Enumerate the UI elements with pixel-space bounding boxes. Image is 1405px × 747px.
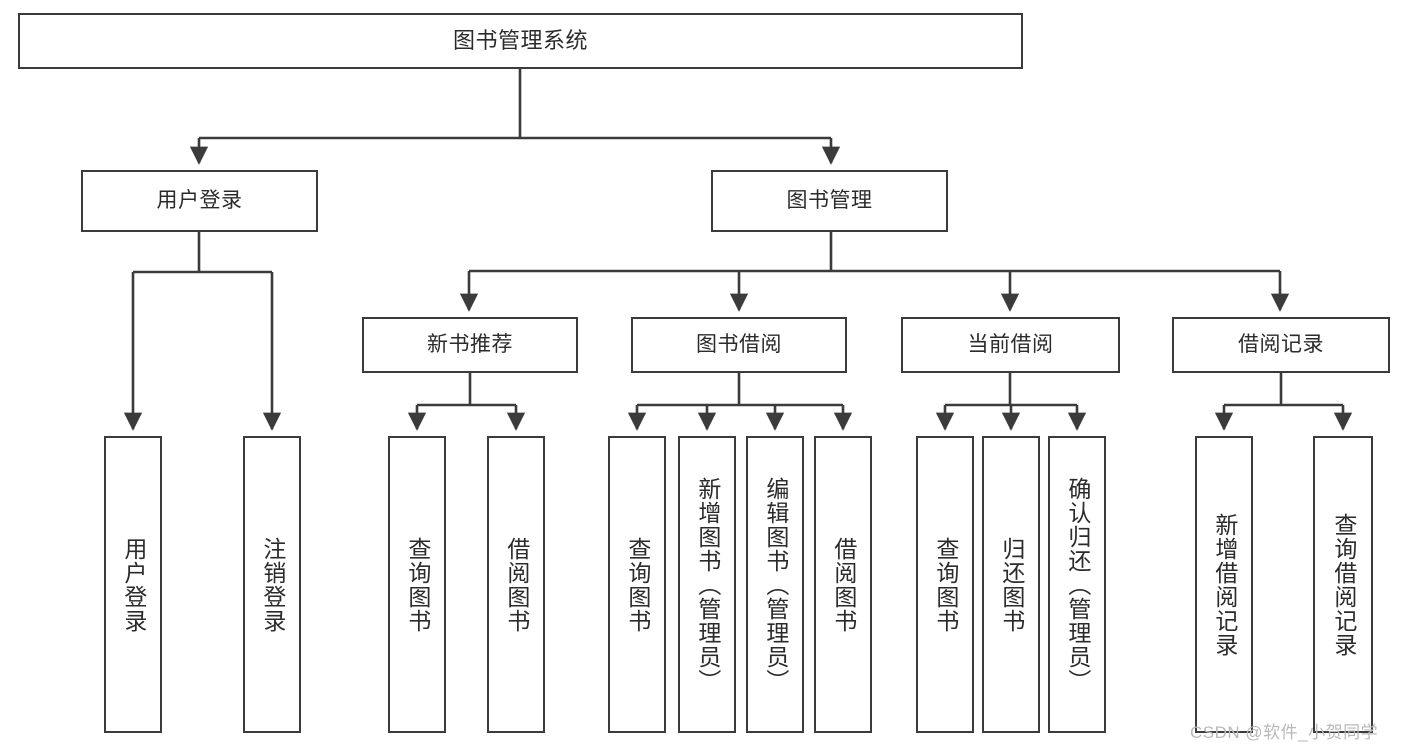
node-current-borrow[interactable]: 当前借阅 <box>901 317 1120 373</box>
node-leaf-query-record[interactable]: 查询借阅记录 <box>1313 436 1373 733</box>
node-new-book-rec-label: 新书推荐 <box>427 333 513 357</box>
csdn-watermark: CSDN @软件_小贺同学 <box>1190 723 1379 742</box>
node-leaf-confirm-return[interactable]: 确认归还（管理员） <box>1048 436 1106 733</box>
node-leaf-user-logout[interactable]: 注销登录 <box>243 436 301 733</box>
node-leaf-user-login-label: 用户登录 <box>120 536 147 633</box>
node-root[interactable]: 图书管理系统 <box>18 13 1023 69</box>
node-book-manage-label: 图书管理 <box>786 189 873 213</box>
node-leaf-query-book-3[interactable]: 查询图书 <box>916 436 974 733</box>
node-leaf-return-book[interactable]: 归还图书 <box>982 436 1040 733</box>
node-leaf-user-login[interactable]: 用户登录 <box>104 436 162 733</box>
node-book-borrow-label: 图书借阅 <box>696 333 782 357</box>
node-leaf-query-book-1-label: 查询图书 <box>404 536 431 633</box>
node-borrow-record-label: 借阅记录 <box>1238 333 1324 357</box>
node-leaf-query-record-label: 查询借阅记录 <box>1330 512 1357 657</box>
node-book-manage[interactable]: 图书管理 <box>711 170 948 232</box>
node-leaf-borrow-book-2[interactable]: 借阅图书 <box>814 436 872 733</box>
node-leaf-return-book-label: 归还图书 <box>998 536 1025 633</box>
node-new-book-rec[interactable]: 新书推荐 <box>362 317 578 373</box>
node-leaf-edit-book-label: 编辑图书（管理员） <box>762 476 789 693</box>
node-leaf-edit-book[interactable]: 编辑图书（管理员） <box>746 436 804 733</box>
node-user-login[interactable]: 用户登录 <box>81 170 318 232</box>
node-leaf-borrow-book-1[interactable]: 借阅图书 <box>487 436 545 733</box>
node-borrow-record[interactable]: 借阅记录 <box>1172 317 1390 373</box>
node-leaf-confirm-return-label: 确认归还（管理员） <box>1064 476 1091 693</box>
node-current-borrow-label: 当前借阅 <box>967 333 1054 357</box>
node-leaf-query-book-3-label: 查询图书 <box>932 536 959 633</box>
node-leaf-borrow-book-2-label: 借阅图书 <box>830 536 857 633</box>
node-leaf-borrow-book-1-label: 借阅图书 <box>503 536 530 633</box>
node-leaf-add-record-label: 新增借阅记录 <box>1211 512 1238 657</box>
node-user-login-label: 用户登录 <box>156 189 243 213</box>
node-leaf-add-record[interactable]: 新增借阅记录 <box>1195 436 1253 733</box>
node-leaf-add-book[interactable]: 新增图书（管理员） <box>678 436 736 733</box>
node-root-label: 图书管理系统 <box>452 28 588 54</box>
node-leaf-add-book-label: 新增图书（管理员） <box>694 476 721 693</box>
node-book-borrow[interactable]: 图书借阅 <box>631 317 847 373</box>
node-leaf-query-book-2-label: 查询图书 <box>624 536 651 633</box>
node-leaf-query-book-1[interactable]: 查询图书 <box>388 436 446 733</box>
node-leaf-user-logout-label: 注销登录 <box>259 536 286 633</box>
node-leaf-query-book-2[interactable]: 查询图书 <box>608 436 666 733</box>
